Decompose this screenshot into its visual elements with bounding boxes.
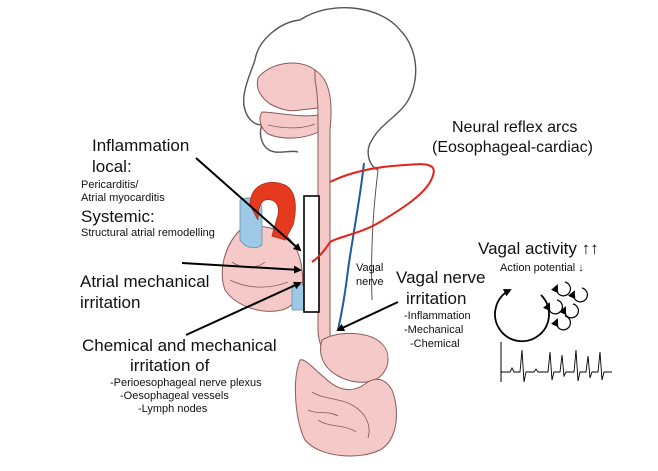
pericardium-box [303,195,320,313]
chemical-mechanical-line2: irritation of [130,356,210,375]
nasal-cavity [256,62,324,112]
atrial-mechanical-line1: Atrial mechanical [80,272,210,291]
vagal-nerve-line [337,162,365,331]
vagal-nerve-label-line1: Vagal [356,262,384,274]
action-potential-arrow: ↓ [578,262,584,274]
chem-item-vessels: -Oesophageal vessels [120,390,229,402]
systemic-title: Systemic: [81,207,155,226]
stomach [319,332,389,383]
vagal-activity-circle [494,289,550,343]
chemical-mechanical-line1: Chemical and mechanical [82,336,277,355]
intestines [294,359,397,457]
arrow-vagal-irritation [336,301,399,332]
vagal-nerve-irritation-line1: Vagal nerve [396,268,486,287]
vni-item-mechanical: -Mechanical [404,324,464,336]
vagal-activity-arrows: ↑↑ [581,239,599,258]
neural-reflex-line1: Neural reflex arcs [452,119,578,136]
local-title: local: [92,157,132,176]
oral-cavity [259,111,323,139]
vagal-nerve-label-line2: nerve [356,276,384,288]
inflammation-title: Inflammation [92,136,190,155]
atrial-mechanical-line2: irritation [80,293,141,312]
action-potential-label: Action potential ↓ [500,262,584,274]
vagal-nerve-irritation-line2: irritation [406,289,467,308]
local-item-myocarditis: Atrial myocarditis [81,192,165,204]
neural-reflex-line2: (Eosophageal-cardiac) [432,139,593,156]
arrow-atrial-mechanical [181,262,302,274]
chem-item-lymph: -Lymph nodes [138,403,208,415]
local-item-pericarditis: Pericarditis/ [81,179,139,191]
arrow-inflammation [195,157,302,252]
systemic-item: Structural atrial remodelling [81,227,215,239]
chem-item-plexus: -Perioesophageal nerve plexus [110,377,262,389]
action-potential-circles [542,281,588,331]
vagal-activity-label: Vagal activity ↑↑ [478,239,599,258]
ecg-trace [500,342,612,383]
arrow-chemical-mechanical [185,281,302,336]
neural-reflex-arc [311,163,435,263]
vni-item-chemical: -Chemical [410,338,460,350]
vni-item-inflammation: -Inflammation [404,310,471,322]
aorta [249,181,296,241]
